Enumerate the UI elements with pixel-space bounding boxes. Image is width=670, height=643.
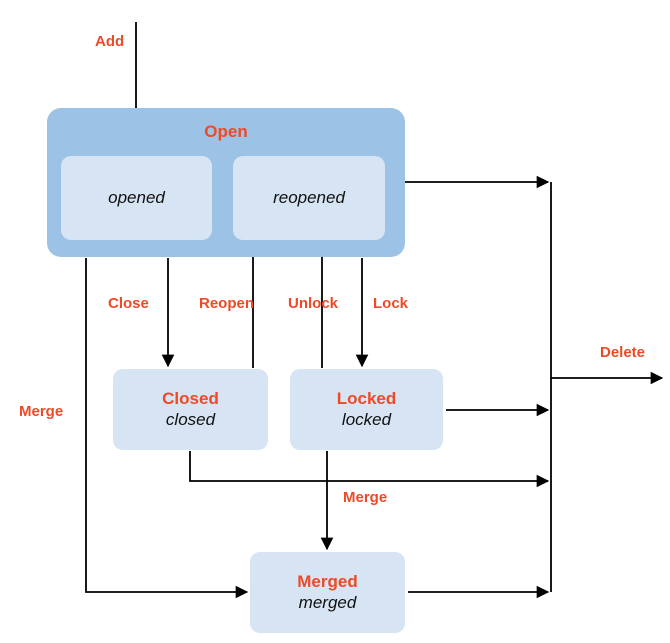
state-label-opened: opened xyxy=(108,187,165,207)
state-label-locked: locked xyxy=(341,409,392,429)
state-node-locked[interactable]: Locked locked xyxy=(290,369,443,450)
edge-label-lock: Lock xyxy=(373,295,409,312)
state-node-merged[interactable]: Merged merged xyxy=(250,552,405,633)
edge-label-add: Add xyxy=(95,33,125,50)
state-node-reopened[interactable]: reopened xyxy=(233,156,385,240)
edge-label-unlock: Unlock xyxy=(288,295,339,312)
edge-label-delete: Delete xyxy=(600,344,646,361)
edge-closed-to-rail xyxy=(189,451,550,488)
state-label-merged: merged xyxy=(298,592,357,612)
edge-merge-left xyxy=(85,258,249,599)
edge-label-merge-left: Merge xyxy=(19,403,64,420)
state-node-opened[interactable]: opened xyxy=(61,156,212,240)
edge-label-reopen: Reopen xyxy=(199,295,255,312)
state-title-locked: Locked xyxy=(336,389,397,409)
edge-label-merge-bottom: Merge xyxy=(343,489,388,506)
state-label-closed: closed xyxy=(165,409,216,429)
state-node-closed[interactable]: Closed closed xyxy=(113,369,268,450)
state-label-reopened: reopened xyxy=(273,187,345,207)
edge-label-close: Close xyxy=(108,295,149,312)
composite-state-title: Open xyxy=(204,122,248,141)
state-title-merged: Merged xyxy=(297,572,358,592)
state-title-closed: Closed xyxy=(162,389,219,409)
